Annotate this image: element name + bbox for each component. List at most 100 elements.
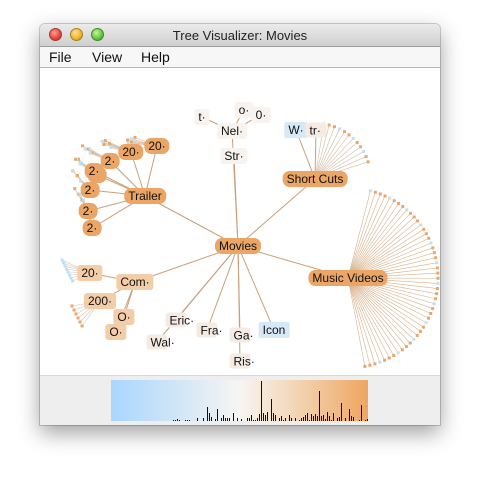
music-videos-edge [347,192,376,279]
node-trailer-child[interactable]: 20· [118,144,144,160]
node-com-child[interactable]: 20· [77,265,103,281]
node-music-videos[interactable]: Music Videos [308,270,388,286]
title-bar[interactable]: Tree Visualizer: Movies [40,24,440,47]
trailer-edge [144,145,158,197]
leaf-node [364,155,368,159]
music-videos-edge [347,213,411,279]
histogram-bar [257,418,258,421]
node-movies[interactable]: Movies [214,238,262,254]
histogram-bar [341,403,342,421]
node-trailer-child[interactable]: 2· [100,153,120,169]
leaf-node [405,208,409,212]
leaf-node [347,133,351,137]
node-com-child[interactable]: O· [113,309,135,325]
node-eric[interactable]: Eric· [165,312,194,328]
zoom-window-button[interactable] [91,28,104,41]
leaf-node [60,258,64,262]
node-nel-child[interactable]: t· [194,109,210,125]
histogram-bar [285,418,286,421]
leaf-node [133,135,137,139]
node-str[interactable]: Str· [220,148,248,164]
leaf-node [366,160,370,164]
histogram-bars [173,381,368,421]
leaf-node [66,270,70,274]
leaf-node [435,266,439,270]
leaf-node [388,196,392,200]
leaf-node [102,142,106,146]
histogram-bar [263,413,264,421]
histogram-bar [249,418,250,421]
histogram-bar [221,418,222,421]
minimize-window-button[interactable] [70,28,83,41]
node-short-cuts[interactable]: Short Cuts [282,171,348,187]
histogram-bar [353,417,354,421]
node-nel-child[interactable]: 0· [251,107,271,123]
leaf-node [368,363,372,367]
leaf-node [408,341,412,345]
histogram-bar [329,416,330,421]
leaf-node [424,232,428,236]
menu-help[interactable]: Help [141,49,170,65]
histogram-bar [321,416,322,421]
menu-view[interactable]: View [92,49,123,65]
root-edge [237,245,275,331]
music-videos-edge [347,277,407,347]
node-ga[interactable]: Ga· [229,327,254,343]
leaf-node [396,351,400,355]
leaf-node [359,145,363,149]
node-wal[interactable]: Wal· [146,334,175,350]
node-fra[interactable]: Fra· [196,322,223,338]
leaf-node [383,194,387,198]
leaf-node [355,140,359,144]
leaf-node [133,139,137,143]
histogram-bar [279,418,280,421]
node-short-cuts-child[interactable]: W· [284,122,308,138]
node-trailer[interactable]: Trailer [124,188,166,204]
histogram-bar [217,409,218,421]
music-videos-edge [347,277,366,367]
node-short-cuts-child[interactable]: tr· [305,122,327,138]
menu-file[interactable]: File [49,49,72,65]
node-icon[interactable]: Icon [258,322,290,338]
node-com-child[interactable]: 200· [83,293,117,309]
tree-canvas[interactable]: Movies Trailer Short Cuts Music Videos C… [40,68,440,375]
leaf-node [373,362,377,366]
histogram-bar [209,413,210,421]
leaf-node [418,329,422,333]
node-com-child[interactable]: O· [105,324,127,340]
histogram-bar [351,416,352,421]
histogram-bar [331,420,332,421]
histogram-bar [283,420,284,421]
node-ris[interactable]: Ris· [229,353,255,369]
leaf-node [415,333,419,337]
close-window-button[interactable] [49,28,62,41]
music-videos-edge [347,277,371,366]
leaf-node [85,147,89,151]
node-trailer-child[interactable]: 2· [80,182,100,198]
leaf-node [429,241,433,245]
node-trailer-child[interactable]: 20· [144,138,170,154]
node-trailer-child[interactable]: 2· [82,220,102,236]
histogram-bar [289,415,290,421]
music-videos-edge [347,277,390,359]
leaf-node [378,360,382,364]
music-videos-edge [347,277,415,340]
histogram-bar [325,419,326,421]
root-edge [144,195,239,247]
distribution-histogram[interactable] [111,380,368,421]
node-nel[interactable]: Nel· [216,123,248,139]
leaf-node [435,261,439,265]
histogram-bar [305,415,306,421]
leaf-node [129,137,133,141]
leaf-node [421,325,425,329]
leaf-node [72,308,76,312]
node-nel-child[interactable]: o· [234,102,254,118]
node-trailer-child[interactable]: 2· [78,203,98,219]
leaf-node [63,264,67,268]
histogram-bar [299,420,300,421]
music-videos-edge [347,277,424,328]
node-com[interactable]: Com· [116,274,154,290]
leaf-node [362,150,366,154]
leaf-node [65,267,68,271]
node-trailer-child[interactable]: 2· [84,163,104,179]
